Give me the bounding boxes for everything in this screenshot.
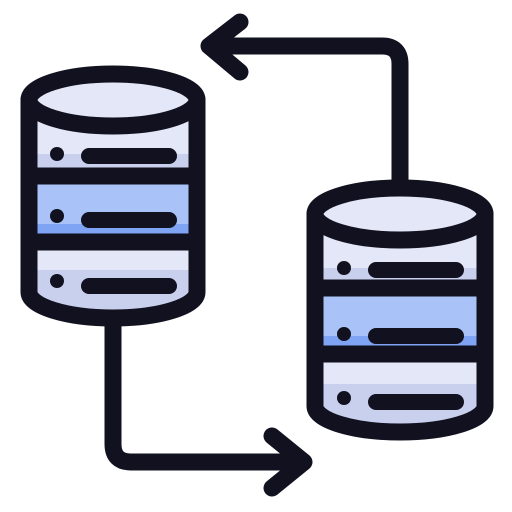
arrow-to-left-icon xyxy=(200,13,409,223)
right-database-icon xyxy=(306,179,494,441)
arrow-to-right-icon xyxy=(104,309,313,497)
left-database-icon xyxy=(20,65,206,327)
